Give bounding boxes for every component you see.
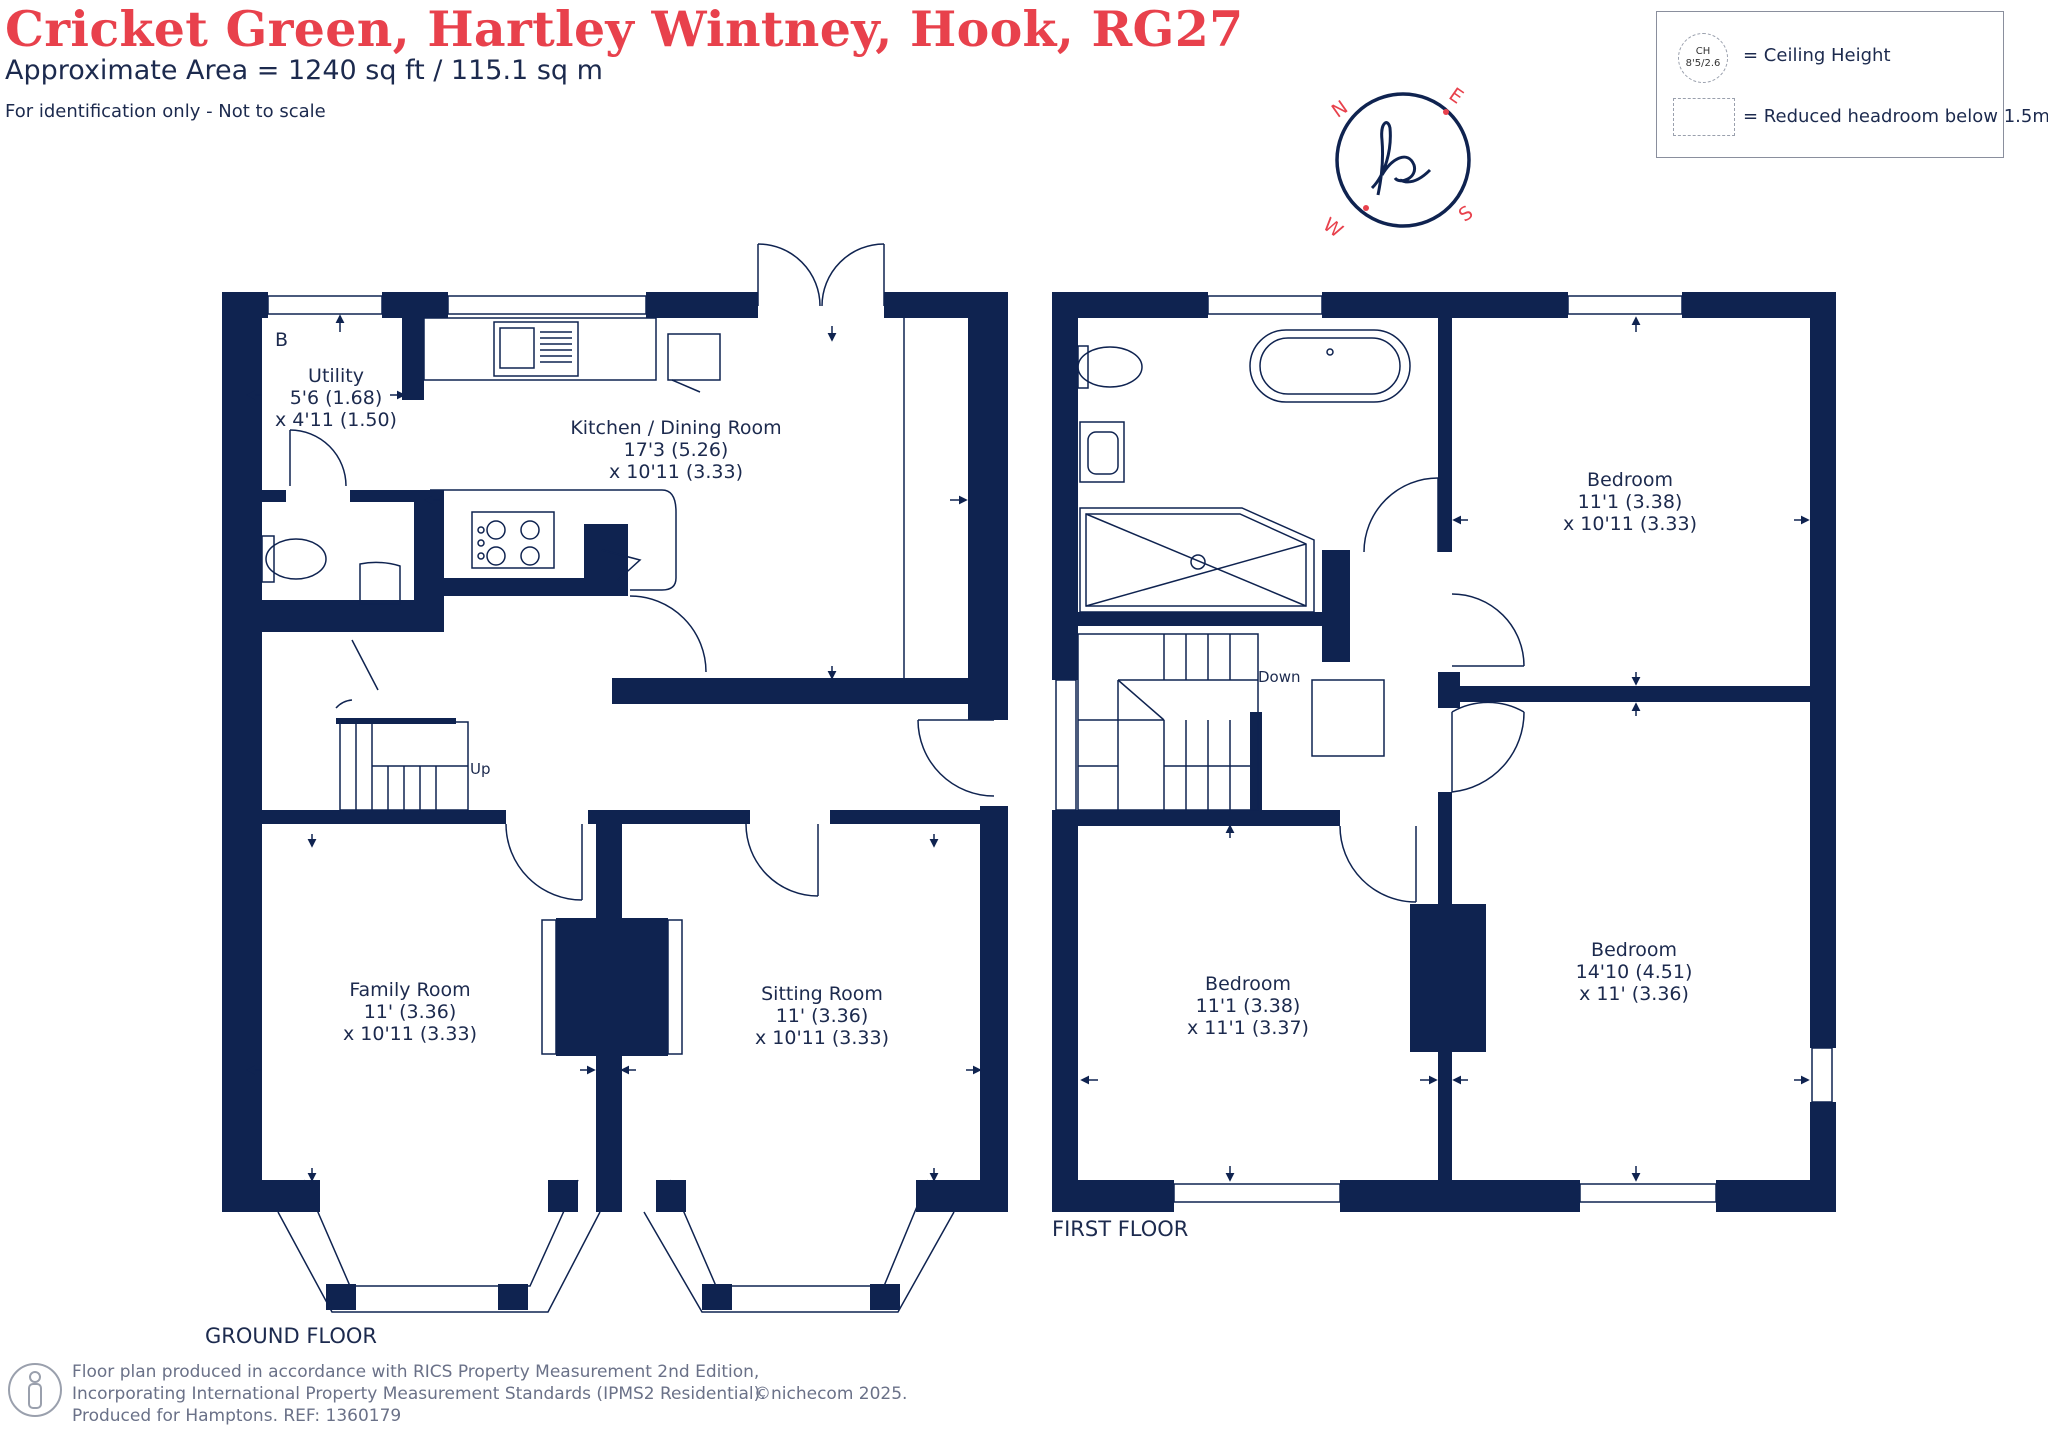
bedroom-se-dim1: 14'10 (4.51) [1576,961,1693,983]
footer-text: Floor plan produced in accordance with R… [72,1361,907,1427]
bathroom-fixtures [1077,329,1411,613]
bedroom-ne-dim2: x 10'11 (3.33) [1563,513,1697,535]
sitting-room-name: Sitting Room [761,983,883,1005]
bedroom-sw-dim1: 11'1 (3.38) [1196,995,1301,1017]
ch-symbol-top: CH [1695,46,1711,57]
french-doors [757,243,885,307]
kitchen-name: Kitchen / Dining Room [570,417,781,439]
ch-symbol-bottom: 8'5/2.6 [1685,58,1721,69]
bay-windows [277,1179,955,1313]
reduced-headroom-label: = Reduced headroom below 1.5m [1743,106,2048,127]
utility-dim1: 5'6 (1.68) [290,387,383,409]
utility-name: Utility [308,365,364,387]
ceiling-height-symbol: CH 8'5/2.6 [1678,33,1728,83]
ceiling-height-label: = Ceiling Height [1743,45,1891,66]
compass-e: E [1445,84,1467,109]
ground-floor-doors [289,429,995,901]
sink-drainer [540,331,572,363]
ground-floor-wc [261,535,401,605]
first-floor-stairs [1077,633,1385,811]
compass-w: W [1319,214,1347,243]
compass-s: S [1455,202,1477,227]
first-floor-walls [1052,292,1836,1212]
boiler-label: B [275,329,288,351]
approximate-area: Approximate Area = 1240 sq ft / 115.1 sq… [5,55,603,86]
family-room-dim2: x 10'11 (3.33) [343,1023,477,1045]
ground-floor-stairs [339,721,469,811]
ground-floor-walls [222,292,1008,1212]
person-icon [8,1363,62,1417]
stairs-up-label: Up [470,760,491,778]
bedroom-se-dim2: x 11' (3.36) [1579,983,1689,1005]
kitchen-dim1: 17'3 (5.26) [624,439,729,461]
utility-dim2: x 4'11 (1.50) [275,409,397,431]
bedroom-sw-name: Bedroom [1205,973,1291,995]
copyright: ©nichecom 2025. [754,1384,908,1404]
family-room-dim1: 11' (3.36) [364,1001,457,1023]
footer-line-3: Produced for Hamptons. REF: 1360179 [72,1406,402,1426]
bedroom-se-name: Bedroom [1591,939,1677,961]
footer-line-2: Incorporating International Property Mea… [72,1384,766,1404]
footer-line-1: Floor plan produced in accordance with R… [72,1362,760,1382]
ground-floor-windows [267,295,683,1055]
ground-floor-measure-arrows [246,314,982,1182]
reduced-headroom-symbol [1673,98,1735,136]
bay-window-frames [290,1180,946,1310]
sitting-room-dim2: x 10'11 (3.33) [755,1027,889,1049]
first-floor-doors [1339,477,1525,903]
bedroom-ne-name: Bedroom [1587,469,1673,491]
bedroom-ne-dim1: 11'1 (3.38) [1578,491,1683,513]
first-floor-measure-arrows [1080,316,1810,1182]
first-floor-label: FIRST FLOOR [1052,1217,1188,1241]
ground-floor-label: GROUND FLOOR [205,1324,377,1348]
sitting-room-dim1: 11' (3.36) [776,1005,869,1027]
kitchen-dim2: x 10'11 (3.33) [609,461,743,483]
family-room-name: Family Room [349,979,470,1001]
compass-n: N [1328,96,1352,122]
bedroom-sw-dim2: x 11'1 (3.37) [1187,1017,1309,1039]
stairs-down-label: Down [1258,668,1301,686]
compass-logo: N E S W [1319,84,1477,243]
first-floor-windows [1055,295,1833,1203]
identification-note: For identification only - Not to scale [5,101,326,122]
kitchen-fixtures [423,317,905,678]
plan-title: Cricket Green, Hartley Wintney, Hook, RG… [5,0,1244,58]
legend-box: CH 8'5/2.6 = Ceiling Height = Reduced he… [1656,11,2048,158]
